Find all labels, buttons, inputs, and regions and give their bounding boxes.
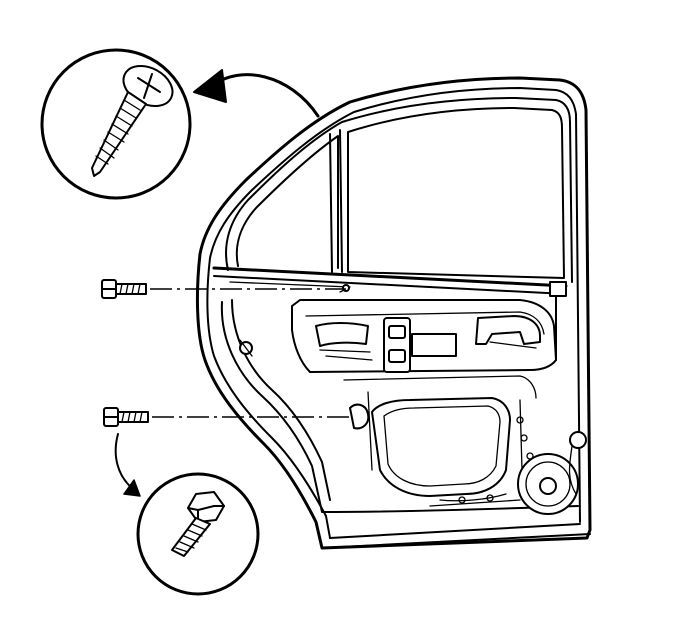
bolt-icon bbox=[171, 491, 225, 557]
lower-bolt-icon bbox=[103, 407, 352, 427]
upper-bolt-icon bbox=[101, 279, 346, 299]
screw-callout bbox=[40, 48, 320, 200]
speaker-icon bbox=[517, 453, 579, 515]
rear-door-panel bbox=[195, 76, 592, 550]
screw-icon bbox=[91, 64, 174, 177]
bolt-callout bbox=[114, 433, 260, 596]
